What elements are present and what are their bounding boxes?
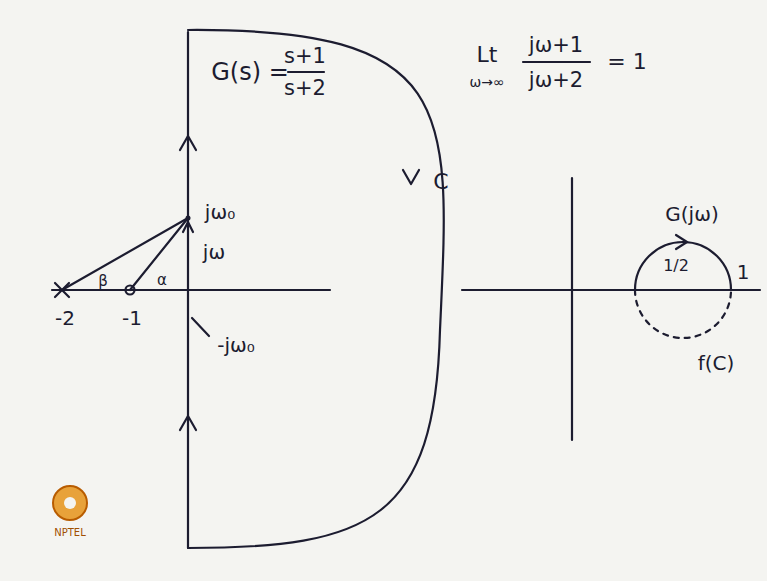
fraction-bar (523, 61, 590, 63)
plot-label: f(C) (698, 353, 735, 373)
axis-value: jω₀ (205, 202, 235, 222)
equation-text: s+2 (284, 78, 326, 99)
nyquist-contour (188, 30, 444, 548)
contour-label: C (433, 171, 448, 193)
logo-mark (64, 497, 76, 509)
axis-value: 1/2 (663, 258, 689, 274)
real-axis (462, 289, 760, 291)
equation-text: = 1 (607, 51, 646, 73)
axis-arrow (180, 136, 196, 150)
equation-text: ω→∞ (469, 75, 504, 89)
leader-line (192, 318, 209, 336)
vector-line (62, 218, 188, 290)
point-dot (186, 216, 191, 221)
real-axis (52, 289, 330, 291)
equation-text: Lt (477, 44, 498, 66)
fraction-bar (288, 71, 324, 73)
equation-text: jω+2 (529, 70, 583, 91)
imaginary-axis (187, 32, 189, 548)
plot-arrow (676, 235, 687, 249)
mirror-plot (635, 290, 731, 338)
imaginary-axis (571, 178, 573, 440)
axis-value: jω (203, 242, 225, 262)
axis-value: -2 (55, 308, 75, 328)
equation-text: s+1 (284, 46, 326, 67)
contour-arrow (403, 170, 419, 184)
plot-label: G(jω) (665, 204, 718, 224)
angle-label: β (98, 274, 108, 289)
axis-value: -jω₀ (217, 335, 255, 355)
axis-value: 1 (737, 262, 750, 282)
axis-arrow (180, 416, 196, 430)
vector-line (130, 218, 188, 290)
equation-text: G(s) = (211, 60, 289, 84)
equation-text: jω+1 (529, 35, 583, 56)
logo-text: NPTEL (54, 528, 86, 538)
angle-label: α (157, 273, 167, 288)
logo-mark (53, 486, 87, 520)
nyquist-plot (635, 242, 731, 290)
axis-value: -1 (122, 308, 142, 328)
